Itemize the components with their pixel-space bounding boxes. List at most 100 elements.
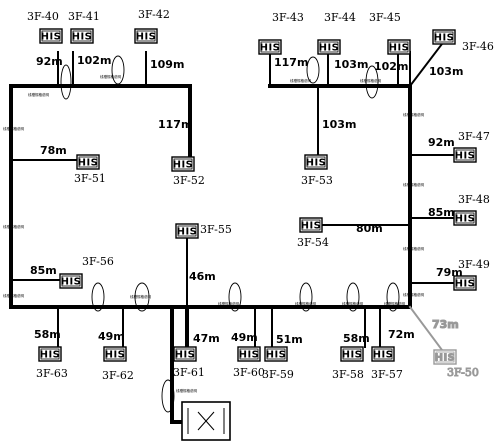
cable-length: 85m (428, 206, 455, 219)
tray-tag: 线槽规格说明 (360, 78, 381, 83)
his-box-inner (239, 348, 259, 360)
his-box-inner (342, 348, 362, 360)
his-box-inner (455, 149, 475, 161)
tray-ellipse (111, 55, 125, 85)
cable-length: 78m (40, 144, 67, 157)
his-box-label: HIS (373, 350, 394, 361)
tray-tag: 线槽规格说明 (3, 293, 24, 298)
cable-length: 79m (436, 266, 463, 279)
his-box-inner (78, 156, 98, 168)
his-box-inner (434, 31, 454, 43)
tray-ellipse (365, 65, 379, 99)
his-box-label: HIS (105, 350, 126, 361)
his-box-inner (306, 156, 326, 168)
cable-length: 117m (274, 56, 308, 69)
tray-ellipse (91, 282, 105, 312)
tray-ellipse (306, 56, 320, 84)
his-box-label: HIS (455, 279, 476, 290)
his-box (59, 273, 83, 289)
tray-tag: 线槽规格说明 (295, 301, 316, 306)
his-box (387, 39, 411, 55)
tray-ellipse (386, 282, 400, 312)
his-box-inner (373, 348, 393, 360)
his-box-label: HIS (342, 350, 363, 361)
his-box-label: HIS (175, 350, 196, 361)
his-box-inner (177, 225, 197, 237)
his-box-inner (41, 30, 61, 42)
his-box-inner (61, 275, 81, 287)
his-box-inner (136, 30, 156, 42)
his-box (237, 346, 261, 362)
his-box-label: HIS (389, 43, 410, 54)
unit-label: 3F-49 (458, 258, 490, 271)
his-box-inner (389, 41, 409, 53)
his-box (171, 156, 195, 172)
tray-ellipse (134, 282, 150, 312)
unit-label: 3F-44 (324, 11, 356, 24)
unit-label: 3F-54 (297, 236, 329, 249)
his-box-label: HIS (434, 33, 455, 44)
trunk-lines (9, 84, 412, 424)
his-box-label: HIS (177, 227, 198, 238)
his-box-label: HIS (435, 353, 456, 364)
tray-tag: 线槽规格说明 (403, 246, 424, 251)
his-box-inner (260, 41, 280, 53)
his-box-label: HIS (260, 43, 281, 54)
unit-label: 3F-50 (447, 366, 479, 379)
unit-3f-51: HIS 3F-51 78m (40, 144, 106, 185)
tray-tags: 线槽规格说明 线槽规格说明 线槽规格说明 线槽规格说明 线槽规格说明 线槽规格说… (3, 74, 424, 393)
his-box-label: HIS (239, 350, 260, 361)
unit-label: 3F-52 (173, 174, 205, 187)
unit-label: 3F-51 (74, 172, 106, 185)
tray-ellipse (346, 282, 360, 312)
unit-label: 3F-40 (27, 10, 59, 23)
his-box (264, 346, 288, 362)
his-box (70, 28, 94, 44)
his-box-label: HIS (173, 160, 194, 171)
cable-length: 85m (30, 264, 57, 277)
unit-label: 3F-48 (458, 193, 490, 206)
his-box-label: HIS (40, 350, 61, 361)
his-box (432, 29, 456, 45)
his-box (103, 346, 127, 362)
unit-label: 3F-58 (332, 368, 364, 381)
tray-tag: 线槽规格说明 (100, 74, 121, 79)
branch-3F-50 (408, 305, 444, 352)
his-box-label: HIS (455, 151, 476, 162)
cable-length: 103m (429, 65, 463, 78)
his-box-inner (175, 348, 195, 360)
cable-length: 102m (374, 60, 408, 73)
his-box (453, 275, 477, 291)
tray-tag: 线槽规格说明 (403, 112, 424, 117)
his-box-label: HIS (41, 32, 62, 43)
unit-label: 3F-60 (233, 366, 265, 379)
his-box-label: HIS (78, 158, 99, 169)
his-box-inner (40, 348, 60, 360)
unit-label: 3F-61 (173, 366, 205, 379)
his-box (38, 346, 62, 362)
cable-length: 80m (356, 222, 383, 235)
his-box (134, 28, 158, 44)
cable-length: 117m (158, 118, 192, 131)
his-box (453, 210, 477, 226)
distribution-cabinet (181, 401, 231, 441)
cable-length: 92m (428, 136, 455, 149)
his-box-label: HIS (306, 158, 327, 169)
tray-ellipse (161, 379, 175, 413)
cable-length: 102m (77, 54, 111, 67)
unit-label: 3F-57 (371, 368, 403, 381)
cable-length: 92m (36, 55, 63, 68)
